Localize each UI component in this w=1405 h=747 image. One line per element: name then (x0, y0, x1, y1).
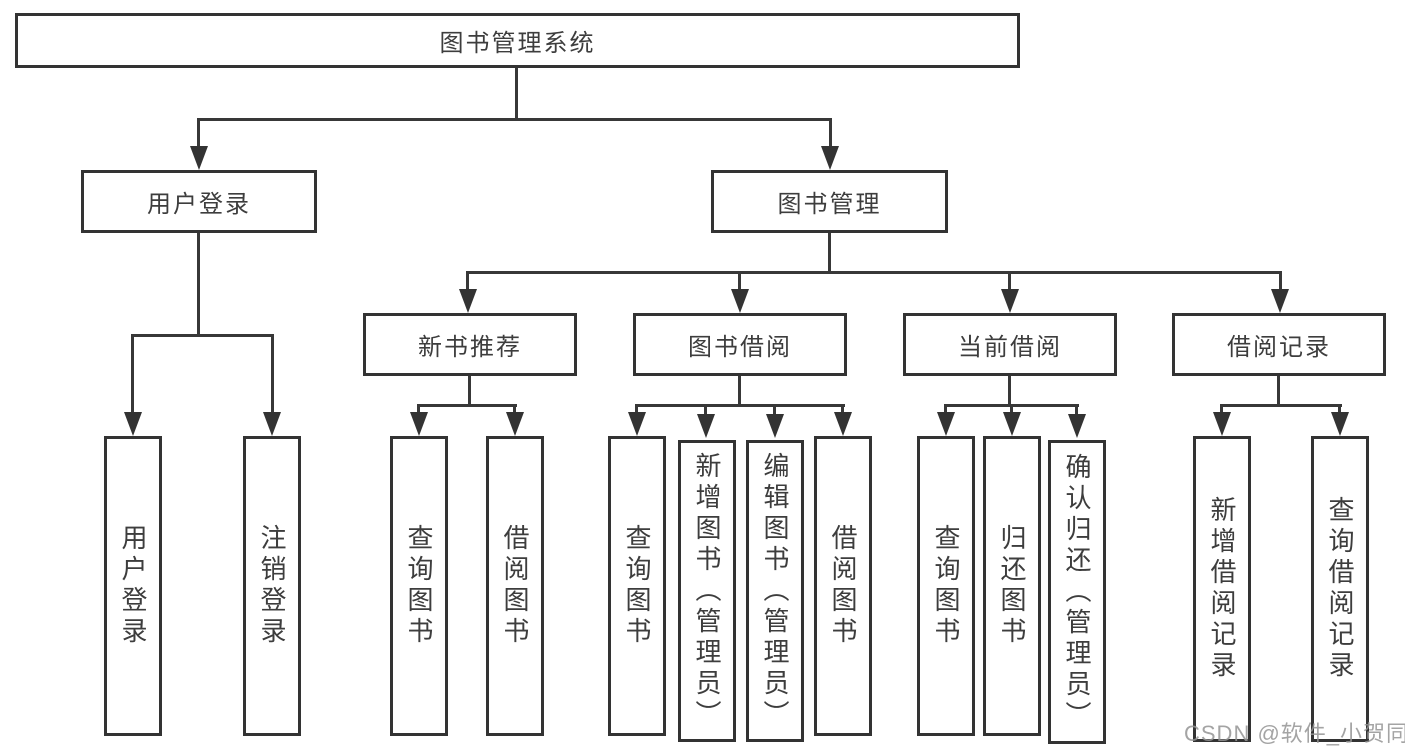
connector-records-bus (1220, 404, 1342, 407)
connector-current-drop-2 (1010, 404, 1013, 416)
arrowhead-user-login-icon (190, 146, 208, 170)
arrowhead-book-management-icon (821, 146, 839, 170)
arrowhead-borrow-query-icon (628, 412, 646, 436)
arrowhead-confirm-return-icon (1068, 414, 1086, 438)
leaf-confirm-return-admin: 确认归还（管理员） (1048, 440, 1106, 744)
connector-borrow-drop-4 (841, 404, 844, 416)
leaf-recommend-query-books-label: 查询图书 (404, 524, 434, 648)
connector-current-stem (1008, 376, 1011, 407)
arrowhead-current-borrow-icon (1001, 289, 1019, 313)
leaf-add-book-admin: 新增图书（管理员） (678, 440, 736, 742)
connector-root-bus (197, 118, 832, 121)
connector-mgmt-stem (828, 233, 831, 274)
arrowhead-recommend-borrow-icon (506, 412, 524, 436)
leaf-user-login: 用户登录 (104, 436, 162, 736)
leaf-query-borrow-record: 查询借阅记录 (1311, 436, 1369, 742)
connector-userlogin-stem (197, 233, 200, 337)
leaf-edit-book-admin: 编辑图书（管理员） (746, 440, 804, 742)
arrowhead-book-borrow-icon (731, 289, 749, 313)
node-new-book-recommend: 新书推荐 (363, 313, 577, 376)
connector-recommend-drop-1 (417, 404, 420, 416)
node-user-login: 用户登录 (81, 170, 317, 233)
node-book-borrow-label: 图书借阅 (688, 334, 792, 361)
connector-userlogin-drop-1 (131, 334, 134, 416)
connector-borrow-stem (738, 376, 741, 407)
node-book-borrow: 图书借阅 (633, 313, 847, 376)
arrowhead-borrow-books-icon (834, 412, 852, 436)
connector-borrow-drop-3 (773, 404, 776, 416)
node-current-borrow: 当前借阅 (903, 313, 1117, 376)
node-current-borrow-label: 当前借阅 (958, 334, 1062, 361)
connector-mgmt-drop-2 (738, 271, 741, 292)
leaf-logout: 注销登录 (243, 436, 301, 736)
leaf-query-borrow-record-label: 查询借阅记录 (1325, 496, 1355, 682)
leaf-add-borrow-record-label: 新增借阅记录 (1207, 496, 1237, 682)
leaf-recommend-query-books: 查询图书 (390, 436, 448, 736)
connector-userlogin-bus (131, 334, 274, 337)
arrowhead-add-book-icon (697, 414, 715, 438)
arrowhead-query-record-icon (1331, 412, 1349, 436)
leaf-add-book-admin-label: 新增图书（管理员） (692, 451, 722, 731)
arrowhead-leaf-logout-icon (263, 412, 281, 436)
connector-borrow-bus (635, 404, 845, 407)
connector-root-stem (515, 68, 518, 121)
connector-userlogin-drop-2 (271, 334, 274, 416)
leaf-confirm-return-admin-label: 确认归还（管理员） (1062, 452, 1092, 732)
node-user-login-label: 用户登录 (147, 191, 251, 218)
node-borrow-records-label: 借阅记录 (1227, 334, 1331, 361)
connector-current-drop-1 (944, 404, 947, 416)
arrowhead-edit-book-icon (766, 414, 784, 438)
connector-mgmt-drop-1 (466, 271, 469, 292)
leaf-current-query-books: 查询图书 (917, 436, 975, 736)
leaf-recommend-borrow-books: 借阅图书 (486, 436, 544, 736)
leaf-current-query-books-label: 查询图书 (931, 524, 961, 648)
leaf-borrow-query-books: 查询图书 (608, 436, 666, 736)
leaf-logout-label: 注销登录 (257, 524, 287, 648)
node-new-book-recommend-label: 新书推荐 (418, 334, 522, 361)
node-book-management-label: 图书管理 (777, 191, 882, 218)
node-borrow-records: 借阅记录 (1172, 313, 1386, 376)
leaf-borrow-borrow-books: 借阅图书 (814, 436, 872, 736)
arrowhead-recommend-query-icon (410, 412, 428, 436)
connector-mgmt-drop-3 (1008, 271, 1011, 292)
connector-mgmt-bus (466, 271, 1282, 274)
connector-records-drop-2 (1338, 404, 1341, 416)
connector-recommend-drop-2 (513, 404, 516, 416)
leaf-recommend-borrow-books-label: 借阅图书 (500, 524, 530, 648)
arrowhead-new-book-recommend-icon (459, 289, 477, 313)
leaf-return-book: 归还图书 (983, 436, 1041, 736)
arrowhead-leaf-user-login-icon (124, 412, 142, 436)
leaf-add-borrow-record: 新增借阅记录 (1193, 436, 1251, 742)
connector-root-drop-left (197, 118, 200, 150)
connector-root-drop-right (829, 118, 832, 150)
connector-recommend-bus (417, 404, 517, 407)
connector-recommend-stem (468, 376, 471, 407)
leaf-borrow-query-books-label: 查询图书 (622, 524, 652, 648)
connector-current-drop-3 (1075, 404, 1078, 416)
csdn-watermark: CSDN @软件_小贺同学 (1184, 721, 1405, 746)
node-book-management: 图书管理 (711, 170, 948, 233)
node-root-label: 图书管理系统 (439, 30, 596, 57)
connector-mgmt-drop-4 (1279, 271, 1282, 292)
arrowhead-add-record-icon (1213, 412, 1231, 436)
leaf-borrow-borrow-books-label: 借阅图书 (828, 524, 858, 648)
arrowhead-current-query-icon (937, 412, 955, 436)
connector-borrow-drop-2 (704, 404, 707, 416)
leaf-user-login-label: 用户登录 (118, 524, 148, 648)
connector-borrow-drop-1 (635, 404, 638, 416)
leaf-edit-book-admin-label: 编辑图书（管理员） (760, 451, 790, 731)
arrowhead-return-book-icon (1003, 412, 1021, 436)
leaf-return-book-label: 归还图书 (997, 524, 1027, 648)
connector-records-stem (1277, 376, 1280, 407)
connector-records-drop-1 (1220, 404, 1223, 416)
node-root: 图书管理系统 (15, 13, 1020, 68)
arrowhead-borrow-records-icon (1271, 289, 1289, 313)
